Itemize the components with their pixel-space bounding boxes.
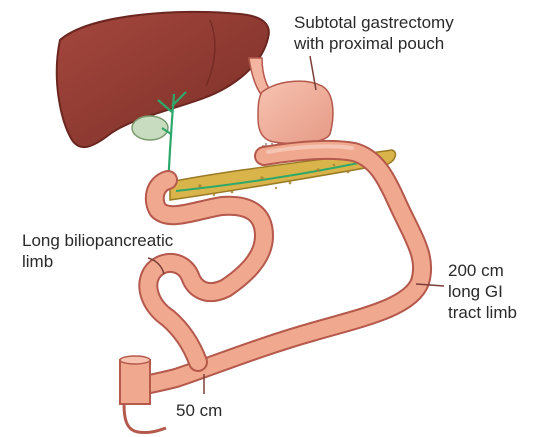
label-biliopancreatic-line-1: Long biliopancreatic bbox=[22, 230, 173, 251]
gastric-pouch bbox=[249, 58, 333, 144]
label-common-channel-text: 50 cm bbox=[176, 400, 222, 421]
label-gastrectomy-line-1: Subtotal gastrectomy bbox=[294, 12, 454, 33]
label-gastrectomy: Subtotal gastrectomy with proximal pouch bbox=[294, 12, 454, 54]
label-common-channel: 50 cm bbox=[176, 400, 222, 421]
label-gi-limb: 200 cm long GI tract limb bbox=[448, 260, 517, 323]
label-gi-limb-line-3: tract limb bbox=[448, 302, 517, 323]
label-gi-limb-line-1: 200 cm bbox=[448, 260, 517, 281]
label-biliopancreatic-line-2: limb bbox=[22, 251, 173, 272]
label-gastrectomy-line-2: with proximal pouch bbox=[294, 33, 454, 54]
label-gi-limb-line-2: long GI bbox=[448, 281, 517, 302]
label-biliopancreatic: Long biliopancreatic limb bbox=[22, 230, 173, 272]
common-channel bbox=[120, 356, 166, 433]
